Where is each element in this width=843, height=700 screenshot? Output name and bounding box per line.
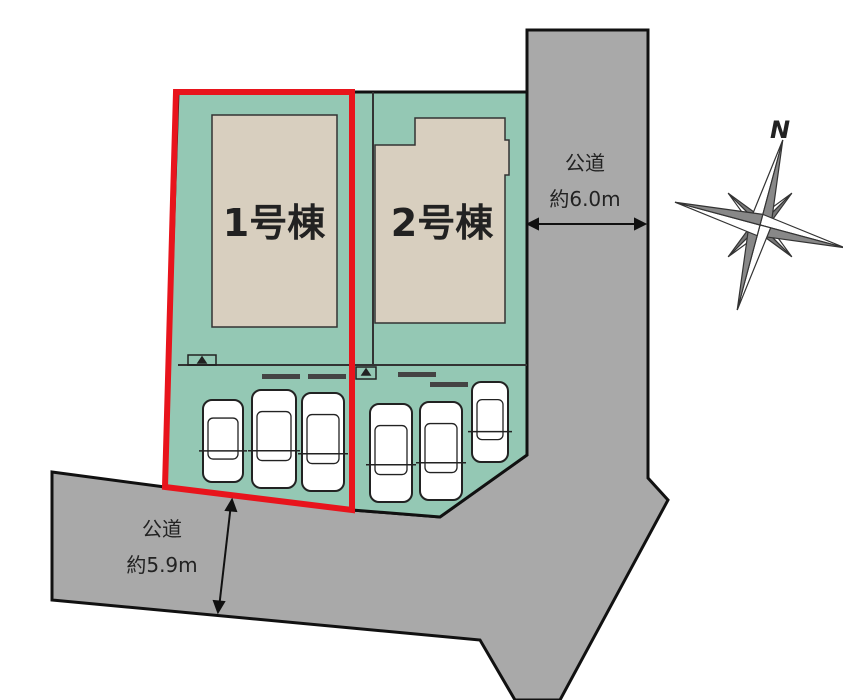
compass-north-label: N <box>770 116 790 144</box>
car-icon <box>416 401 466 501</box>
car-icon <box>366 403 416 503</box>
east-road-name: 公道 <box>565 151 605 175</box>
lot-1-label: 1号棟 <box>223 201 326 245</box>
south-road-width: 約5.9m <box>126 553 197 577</box>
road-width-arrow-east <box>525 217 648 231</box>
parking-spaces <box>199 381 512 503</box>
compass-rose-icon <box>674 139 843 311</box>
selected-lot-outline[interactable] <box>161 89 355 514</box>
east-road-width: 約6.0m <box>549 187 620 211</box>
bicycle-parking-icon <box>262 372 468 387</box>
building-1 <box>211 114 338 328</box>
south-road-name: 公道 <box>142 517 182 541</box>
car-icon <box>248 389 300 489</box>
car-icon <box>298 392 348 492</box>
road-width-arrow-south <box>212 497 238 615</box>
lot-2-label: 2号棟 <box>391 201 494 245</box>
entrance-icon <box>187 354 377 380</box>
car-icon <box>199 399 247 483</box>
building-2 <box>374 117 510 324</box>
car-icon <box>468 381 512 463</box>
